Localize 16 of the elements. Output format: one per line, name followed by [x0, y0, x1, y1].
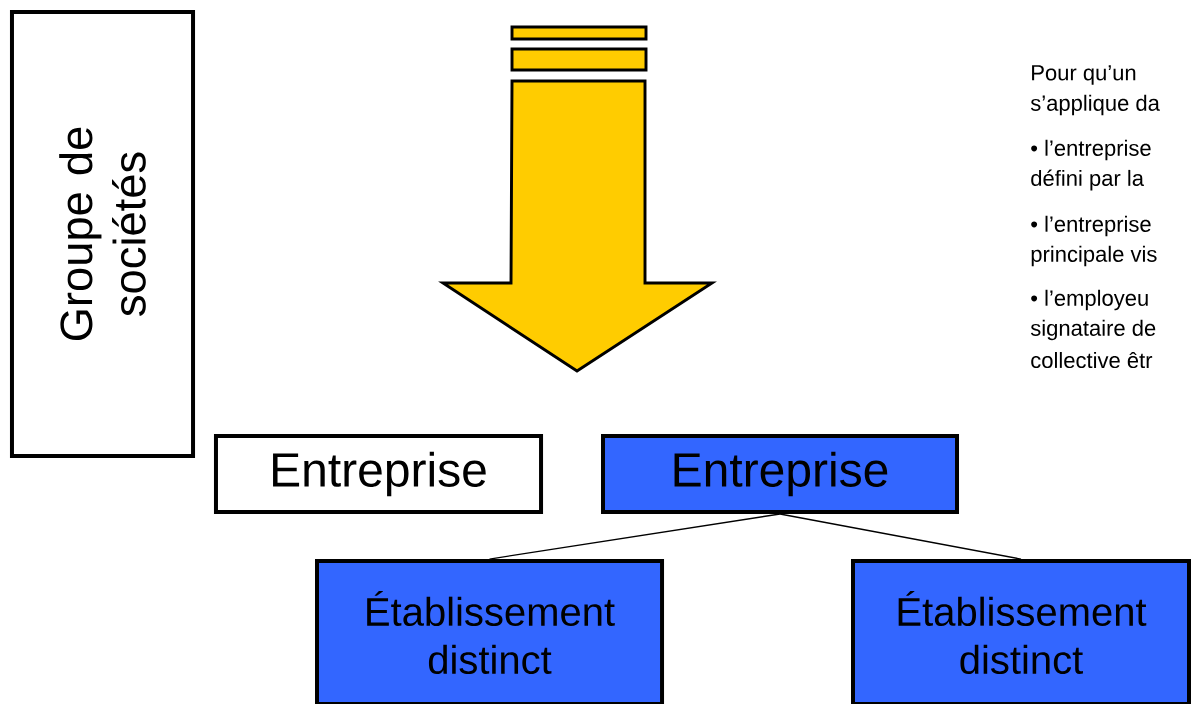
note-line: s’applique da [1030, 94, 1160, 116]
unit-box: Établissement distinct [851, 559, 1191, 704]
unit-box: Entreprise [601, 434, 959, 514]
note-line: • l’employeu [1031, 289, 1148, 311]
group-box: Groupe de sociétés [9, 10, 196, 458]
unit-box: Établissement distinct [314, 559, 665, 704]
note-line: • l’entreprise [1031, 139, 1151, 161]
note-line: défini par la [1031, 169, 1144, 191]
entity-box: Entreprise [213, 434, 544, 514]
connector-line [779, 513, 1022, 560]
note-line: collective êtr [1031, 351, 1153, 369]
note-line: principale vis [1031, 245, 1157, 267]
note-line: • l’entreprise [1031, 215, 1151, 237]
note-line: Pour qu’un [1032, 65, 1136, 85]
note-line: signataire de [1030, 319, 1156, 341]
connector-line [488, 513, 781, 560]
